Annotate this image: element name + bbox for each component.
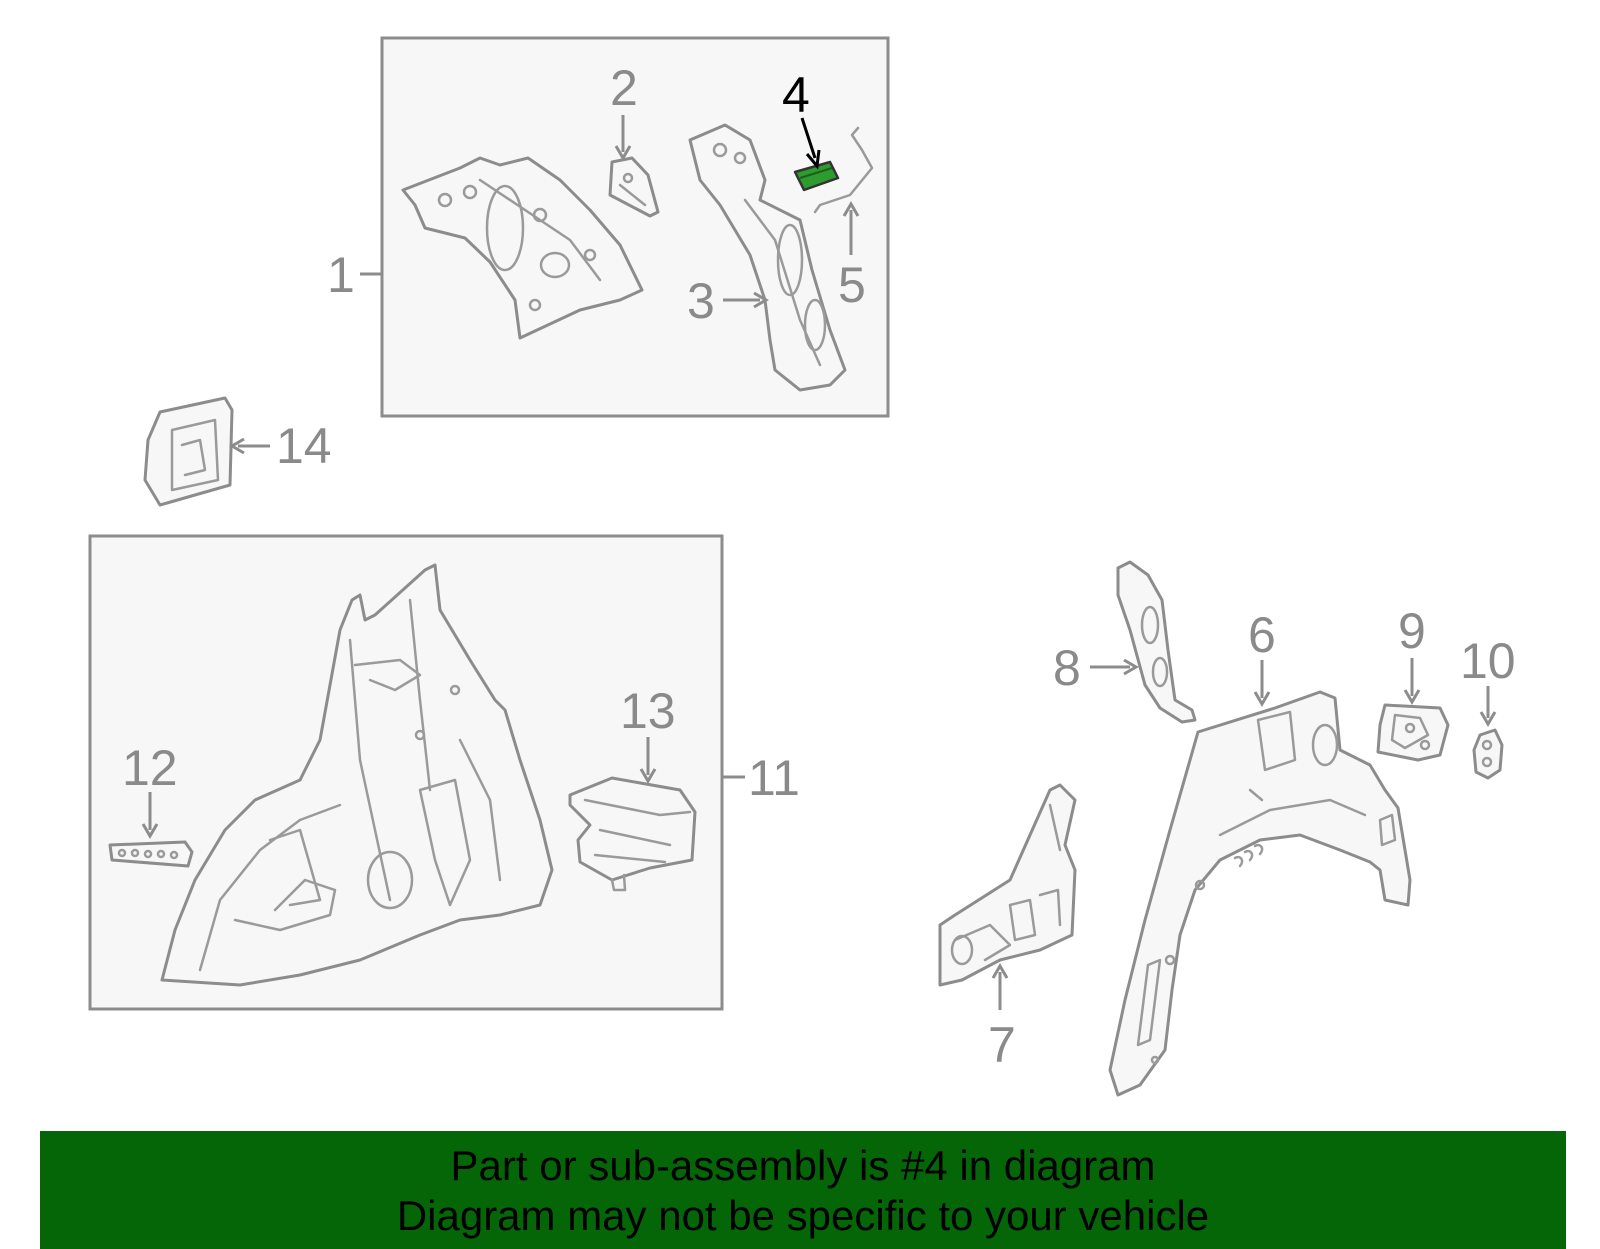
callout-1: 1: [327, 247, 355, 303]
callout-12: 12: [122, 740, 178, 796]
banner-line-1: Part or sub-assembly is #4 in diagram: [450, 1142, 1156, 1189]
banner-line-2: Diagram may not be specific to your vehi…: [396, 1192, 1210, 1239]
part-8-pillar[interactable]: [1116, 560, 1197, 724]
callout-8: 8: [1053, 640, 1081, 696]
part-3-pillar[interactable]: [688, 123, 847, 392]
part-9-bracket[interactable]: [1376, 703, 1450, 762]
part-10-bracket[interactable]: [1472, 728, 1504, 780]
callout-7: 7: [988, 1017, 1016, 1073]
part-7-extension[interactable]: [938, 783, 1077, 987]
callout-9: 9: [1398, 603, 1426, 659]
callout-2: 2: [610, 60, 638, 116]
part-1-panel[interactable]: [401, 156, 644, 340]
callout-14: 14: [276, 418, 332, 474]
leader-lines: [141, 115, 1497, 1010]
part-6-quarter-inner[interactable]: [1108, 690, 1412, 1097]
part-2-bracket[interactable]: [608, 156, 660, 218]
callout-10: 10: [1460, 633, 1516, 689]
part-11-wheelhouse[interactable]: [160, 563, 554, 987]
part-14-pocket[interactable]: [143, 396, 234, 507]
callout-5: 5: [838, 257, 866, 313]
info-banner: Part or sub-assembly is #4 in diagram Di…: [40, 1131, 1566, 1249]
part-13-bracket[interactable]: [568, 776, 697, 892]
part-5-rod[interactable]: [813, 126, 874, 214]
callout-4: 4: [782, 67, 810, 123]
callout-11: 11: [748, 750, 800, 806]
callout-13: 13: [620, 683, 676, 739]
part-12-strip[interactable]: [108, 840, 194, 868]
callout-6: 6: [1248, 607, 1276, 663]
callout-3: 3: [687, 273, 715, 329]
